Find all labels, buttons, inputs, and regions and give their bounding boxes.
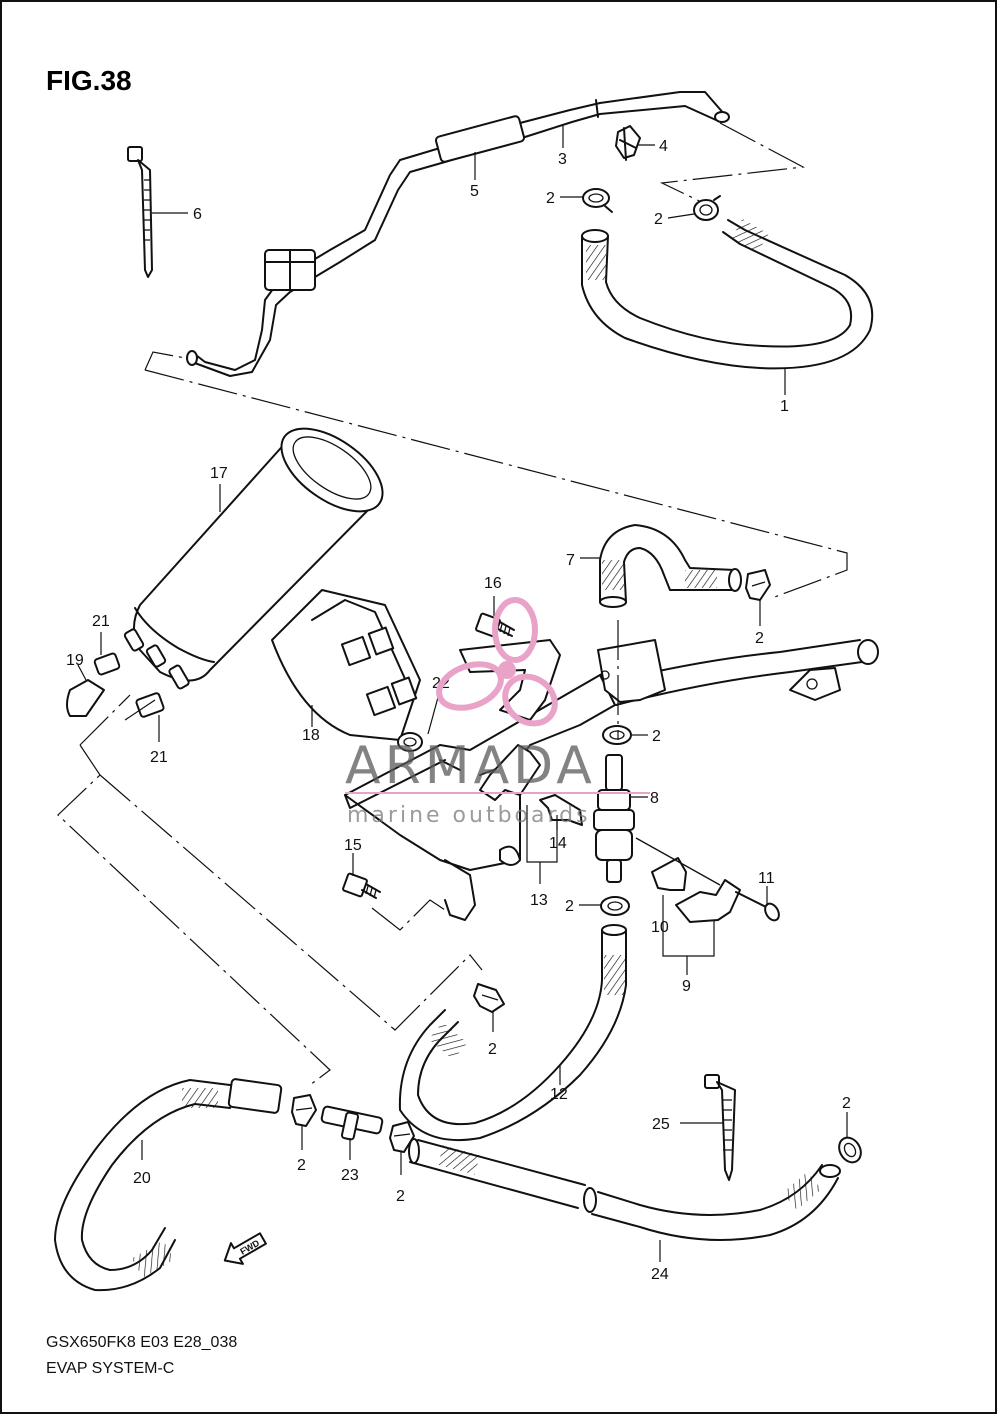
figure-title: FIG.38 (46, 65, 132, 96)
callout-25: 25 (652, 1116, 670, 1133)
part-20-hose[interactable] (54, 1078, 283, 1292)
callout-10: 10 (651, 919, 669, 936)
watermark-brand: ARMADA (345, 736, 596, 796)
part-1-hose[interactable] (581, 218, 874, 370)
part-10-holder[interactable] (635, 837, 741, 923)
callout-3: 3 (558, 151, 567, 168)
reference-lines-lower (57, 694, 483, 1086)
callout-9: 9 (682, 978, 691, 995)
part-21-cap-lower[interactable] (135, 692, 165, 718)
part-23-joint[interactable] (320, 1105, 384, 1141)
part-tube-right[interactable] (597, 639, 879, 706)
callout-13: 13 (530, 892, 548, 909)
callout-2-mid-right: 2 (755, 630, 764, 647)
callout-4: 4 (659, 138, 668, 155)
part-12-hose[interactable] (398, 924, 627, 1142)
part-4-connector[interactable] (615, 125, 641, 161)
callout-5: 5 (470, 183, 479, 200)
callout-2-top-right: 2 (654, 211, 663, 228)
part-19-plug[interactable] (66, 679, 105, 717)
watermark-tagline: marine outboards (347, 803, 591, 828)
callout-1: 1 (780, 398, 789, 415)
callout-2-bottom-right: 2 (842, 1095, 851, 1112)
callout-23: 23 (341, 1167, 359, 1184)
part-25-cable-tie[interactable] (704, 1074, 736, 1181)
callout-19: 19 (66, 652, 84, 669)
callout-17: 17 (210, 465, 228, 482)
callout-2-valve-bottom: 2 (565, 898, 574, 915)
callout-2-top-left: 2 (546, 190, 555, 207)
callout-8: 8 (650, 790, 659, 807)
part-2-clamp-top-left[interactable] (582, 188, 613, 213)
part-11-screw[interactable] (735, 891, 782, 923)
callout-21-upper: 21 (92, 613, 110, 630)
part-3-5-vapor-pipe[interactable] (186, 91, 730, 377)
callout-2-valve-top: 2 (652, 728, 661, 745)
callout-6: 6 (193, 206, 202, 223)
fwd-arrow-icon: FWD (223, 1232, 267, 1265)
callout-16: 16 (484, 575, 502, 592)
reference-lines (144, 122, 848, 599)
part-2-clamp-right[interactable] (835, 1134, 865, 1167)
model-code: GSX650FK8 E03 E28_038 (46, 1334, 237, 1351)
callout-2-bottom-mid: 2 (396, 1188, 405, 1205)
part-13-bracket[interactable] (344, 639, 616, 921)
callout-18: 18 (302, 727, 320, 744)
part-17-canister[interactable] (123, 412, 397, 690)
part-2-clamp-mid-right[interactable] (745, 569, 771, 601)
armada-watermark: ARMADA marine outboards (345, 597, 650, 828)
callout-24: 24 (651, 1266, 669, 1283)
part-8-valve[interactable] (593, 754, 635, 883)
part-2-clamp-valve-top[interactable] (602, 725, 632, 745)
part-21-cap-upper[interactable] (93, 652, 121, 676)
callout-14: 14 (549, 835, 567, 852)
part-24-hose[interactable] (408, 1138, 841, 1241)
part-2-clamp-left[interactable] (291, 1094, 317, 1127)
part-2-clamp-top-right[interactable] (693, 195, 721, 221)
part-2-clamp-mid[interactable] (389, 1121, 415, 1153)
section-name: EVAP SYSTEM-C (46, 1360, 174, 1377)
callout-11: 11 (758, 870, 775, 887)
callout-15: 15 (344, 837, 362, 854)
part-6-cable-tie[interactable] (127, 146, 153, 278)
part-7-hose[interactable] (599, 524, 742, 608)
callout-2-bottom-left: 2 (297, 1157, 306, 1174)
part-18-canister-holder[interactable] (271, 589, 421, 741)
part-2-clamp-valve-bottom[interactable] (600, 896, 630, 916)
callout-2-hose-12: 2 (488, 1041, 497, 1058)
callout-21-lower: 21 (150, 749, 168, 766)
callout-7: 7 (566, 552, 575, 569)
callout-12: 12 (550, 1086, 568, 1103)
propeller-logo-icon (436, 597, 558, 727)
part-14-bracket[interactable] (539, 794, 583, 826)
callout-20: 20 (133, 1170, 151, 1187)
part-2-clamp-hose-12[interactable] (473, 983, 505, 1013)
part-15-bolt[interactable] (342, 872, 381, 899)
part-22-clamp[interactable] (397, 732, 423, 752)
